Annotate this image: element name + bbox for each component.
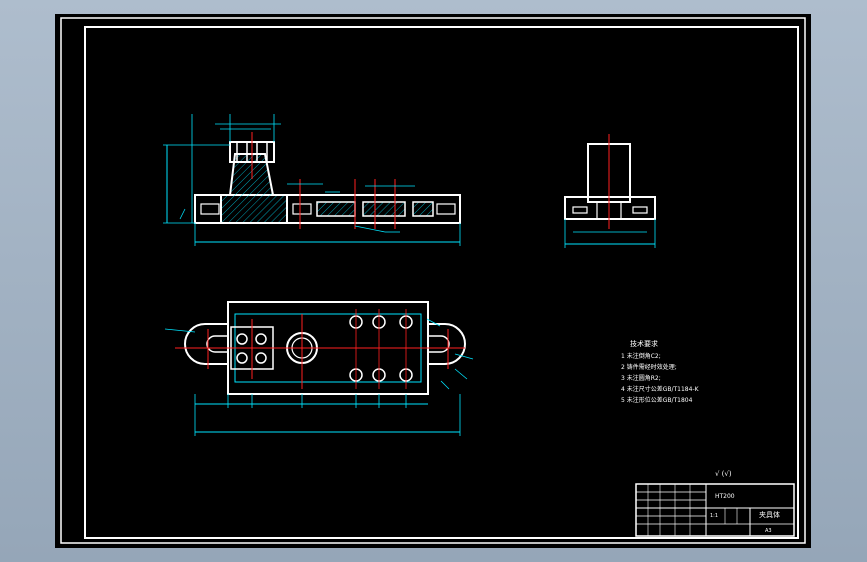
title-block: HT200 夹具体 1:1 A3 <box>635 483 795 537</box>
tech-req-line-1: 1 未注倒角C2; <box>621 352 661 360</box>
tech-req-title: 技术要求 <box>630 339 658 348</box>
cad-viewport[interactable]: 技术要求 1 未注倒角C2; 2 铸件需经时效处理; 3 未注圆角R2; 4 未… <box>55 14 811 548</box>
roughness-note: √ (√) <box>715 470 732 478</box>
front-base-plate <box>194 194 461 224</box>
title-block-sheet: A3 <box>765 528 772 534</box>
title-block-material: HT200 <box>715 493 735 500</box>
tech-requirements: 技术要求 1 未注倒角C2; 2 铸件需经时效处理; 3 未注圆角R2; 4 未… <box>621 339 700 404</box>
title-block-part-name: 夹具体 <box>759 510 780 519</box>
title-block-scale: 1:1 <box>710 513 718 519</box>
top-view <box>164 301 474 436</box>
tech-req-line-4: 4 未注尺寸公差GB/T1184-K <box>621 385 700 393</box>
front-section-hatch-2 <box>316 201 356 217</box>
front-section-hatch-4 <box>412 201 434 217</box>
top-left-lug <box>184 323 228 365</box>
front-view <box>163 114 461 246</box>
side-base <box>564 196 656 220</box>
tech-req-line-3: 3 未注圆角R2; <box>621 374 661 382</box>
outer-frame <box>60 17 806 544</box>
tech-req-line-5: 5 未注形位公差GB/T1804 <box>621 396 693 404</box>
inner-frame <box>84 26 799 539</box>
front-section-hatch-3 <box>362 201 406 217</box>
side-view <box>564 134 656 248</box>
top-right-lug <box>428 323 466 365</box>
drawing-canvas: 技术要求 1 未注倒角C2; 2 铸件需经时效处理; 3 未注圆角R2; 4 未… <box>60 17 806 544</box>
front-section-hatch <box>220 153 288 224</box>
tech-req-line-2: 2 铸件需经时效处理; <box>621 363 677 371</box>
